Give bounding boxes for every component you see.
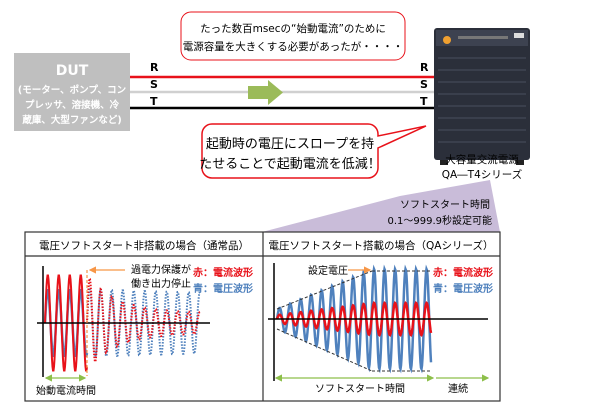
soft-start-note-2: 0.1～999.9秒設定可能 <box>387 214 492 227</box>
phase-t-label-right: T <box>420 95 428 108</box>
left-waveforms <box>43 274 201 372</box>
start-current-span-label: 始動電流時間 <box>36 384 96 397</box>
phase-r-label-right: R <box>420 61 429 74</box>
dut-desc-3: 蔵庫、大型ファンなど) <box>22 114 121 126</box>
envelope-top <box>276 270 373 310</box>
bottom-speech-bubble <box>201 123 427 179</box>
soft-start-span-label: ソフトスタート時間 <box>315 383 405 395</box>
dut-desc-2: プレッサ、溶接機、冷 <box>25 99 120 111</box>
dut-box <box>14 53 130 131</box>
left-legend-red: 赤：電流波形 <box>193 266 253 279</box>
soft-start-note-1: ソフトスタート時間 <box>400 199 490 211</box>
left-legend-blue: 青：電圧波形 <box>193 282 253 295</box>
continuous-span-label: 連続 <box>448 382 468 395</box>
right-annotation: 設定電圧 <box>308 264 348 277</box>
top-bubble-line-1: たった数百msecの“始動電流”のために <box>200 22 386 35</box>
voltage-wave-dotted <box>86 288 201 358</box>
right-waveforms <box>275 264 433 374</box>
right-legend-blue: 青：電圧波形 <box>433 282 493 295</box>
left-panel-title: 電圧ソフトスタート非搭載の場合（通常品） <box>39 239 249 252</box>
left-annotation-1: 過電力保護が <box>131 263 191 276</box>
current-wave-solid <box>44 274 88 372</box>
phase-t-label-left: T <box>150 95 158 108</box>
top-bubble-line-2: 電源容量を大きくする必要があったが・・・・ <box>183 40 404 53</box>
power-supply-name: 大容量交流電源 <box>445 153 519 166</box>
dut-title: DUT <box>56 63 89 79</box>
flow-arrow-icon <box>248 80 283 105</box>
soft-start-callout-wedge <box>262 180 500 232</box>
current-wave-dotted <box>86 276 201 364</box>
current-wave-soft-start <box>275 301 433 337</box>
voltage-wave-soft-start <box>275 264 433 374</box>
dut-desc-1: (モーター、ポンプ、コン <box>18 84 126 96</box>
bottom-bubble-line-2: たせることで起動電流を低減！ <box>199 156 381 172</box>
envelope-bottom <box>276 328 373 372</box>
left-annotation-2: 働き出力停止 <box>131 277 191 290</box>
bottom-bubble-line-1: 起動時の電圧にスロープを持 <box>206 137 374 152</box>
power-supply-image <box>434 28 530 165</box>
right-legend-red: 赤：電流波形 <box>433 266 493 279</box>
phase-r-label-left: R <box>150 61 159 74</box>
right-panel-title: 電圧ソフトスタート搭載の場合（QAシリーズ） <box>269 239 494 252</box>
power-supply-model: QA―T4シリーズ <box>442 168 523 181</box>
phase-s-label-right: S <box>420 78 428 91</box>
phase-s-label-left: S <box>150 78 158 91</box>
top-speech-bubble <box>180 11 406 61</box>
